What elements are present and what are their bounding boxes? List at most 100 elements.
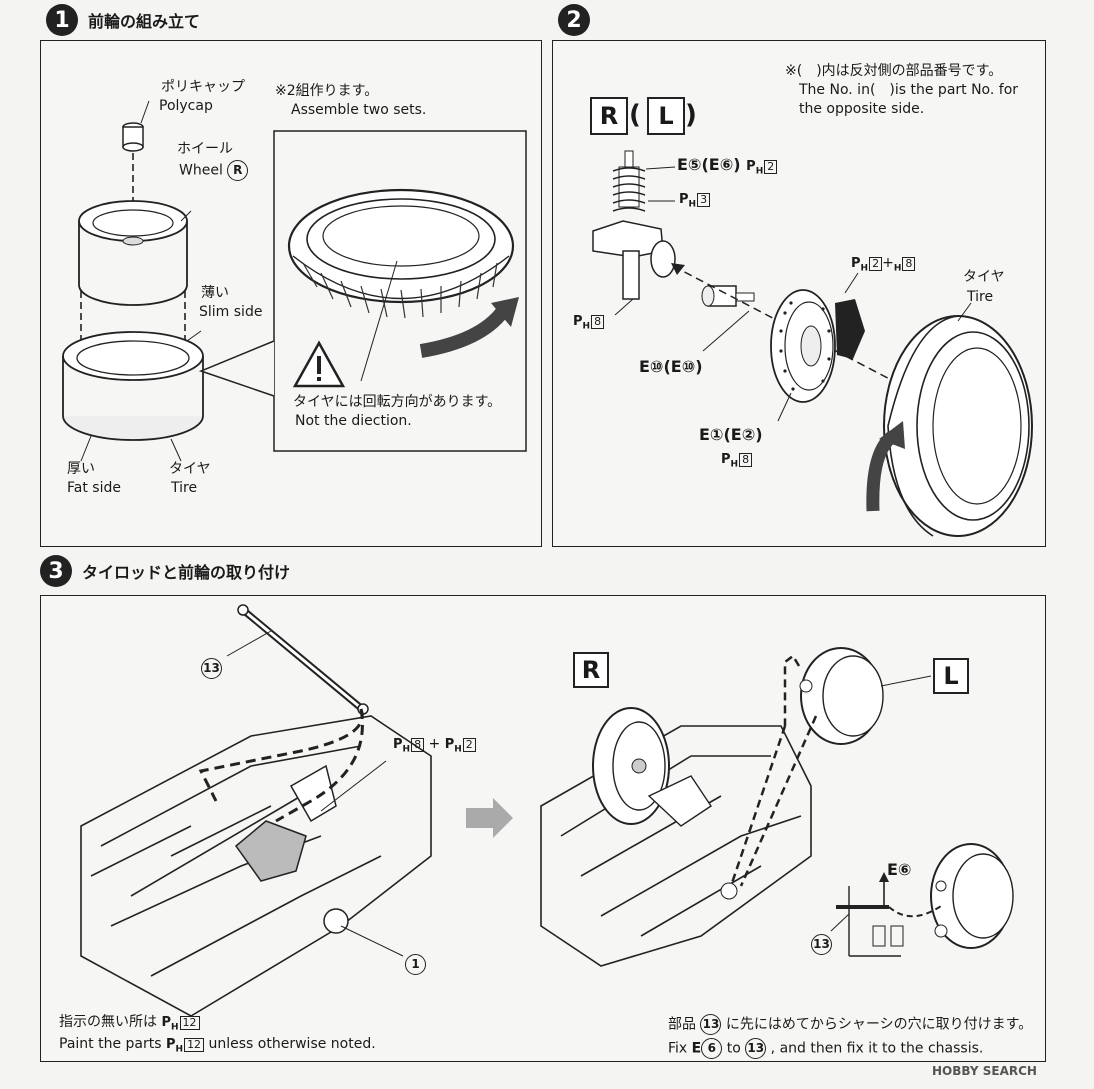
part-e1-label: E①(E②) [699, 425, 763, 444]
ph-number: 2 [869, 257, 883, 271]
tire-label-en: Tire [967, 289, 994, 305]
ph-sub: H [755, 166, 764, 177]
wheel-assembly-drawing [62, 100, 527, 462]
part-number-circle: 13 [811, 934, 832, 955]
ph-prefix: P [679, 192, 689, 207]
ph-number: 2 [764, 160, 778, 174]
left-side-mark: L [933, 658, 969, 694]
opposite-side-note-en-2: the opposite side. [799, 101, 925, 117]
ph-sub: H [175, 1044, 184, 1055]
ph-prefix: P [851, 256, 861, 271]
part-letter: E [691, 1040, 702, 1057]
wheel-label-en: Wheel R [179, 160, 249, 181]
part-number-circle: 13 [745, 1038, 767, 1059]
ph-prefix: P [444, 737, 455, 752]
ph-prefix: P [393, 737, 403, 752]
fix-note-jp-text: に先にはめてからシャーシの穴に取り付けます。 [725, 1016, 1033, 1033]
part-number-circle: 13 [201, 658, 222, 679]
ph-sub: H [170, 1022, 179, 1033]
ph-number: 3 [697, 193, 711, 207]
part-1-label: 1 [405, 954, 426, 975]
step-title: 前輪の組み立て [88, 12, 201, 31]
ph-prefix: P [721, 452, 731, 467]
ph-number: 12 [179, 1016, 200, 1030]
fix-note-en-text: Fix [668, 1040, 688, 1057]
right-side-mark: R [573, 652, 609, 688]
paren-close: ) [685, 100, 697, 130]
ph-sub: H [402, 744, 411, 755]
ph-paint-code: PH [746, 159, 764, 177]
step-1-header: 1 前輪の組み立て [46, 4, 200, 36]
fix-note-en-text: , and then fix it to the chassis. [770, 1040, 984, 1057]
panel-step-2: ※( )内は反対側の部品番号です。 The No. in( )is the pa… [552, 40, 1046, 547]
wheel-label-jp: ホイール [177, 141, 233, 157]
tire-label-en: Tire [171, 480, 198, 496]
part-13-detail-label: 13 [811, 934, 832, 955]
part-13-tie-rod-label: 13 [201, 658, 222, 679]
ph-number: 12 [184, 1038, 205, 1052]
ph-paint-code: H [893, 256, 902, 274]
ph-number: 2 [462, 738, 476, 752]
ph-paint-code: PH [573, 314, 591, 332]
fat-side-label-en: Fat side [67, 480, 121, 496]
ph-sub: H [860, 263, 869, 274]
ph-sub: H [454, 744, 462, 755]
ph-prefix: P [165, 1037, 176, 1052]
step-2-header: 2 [558, 4, 600, 36]
ph-paint-code: PH [679, 192, 697, 210]
wheel-side-mark: R [227, 160, 249, 181]
step-title: タイロッドと前輪の取り付け [82, 563, 291, 582]
rotation-warning-jp: タイヤには回転方向があります。 [293, 394, 502, 410]
panel-step-1: ポリキャップ Polycap ホイール Wheel R 薄い Slim side… [40, 40, 542, 547]
ph-paint-code: PH [161, 1015, 179, 1033]
watermark: HOBBY SEARCH [932, 1064, 1037, 1078]
slim-side-label-jp: 薄い [201, 285, 229, 301]
two-sets-note-en: Assemble two sets. [291, 102, 427, 118]
rotation-warning-en: Not the diection. [295, 413, 412, 429]
ph-prefix: P [746, 159, 756, 174]
ph-sub: H [688, 199, 697, 210]
ph-sub: H [582, 321, 591, 332]
plus-sign: + [882, 255, 894, 271]
fix-note-jp-text: 部品 [668, 1016, 696, 1033]
ph-paint-code: PH [851, 256, 869, 274]
polycap-label-jp: ポリキャップ [161, 79, 245, 95]
wheel-label-text: Wheel [179, 162, 223, 179]
part-e10-label: E⑩(E⑩) [639, 357, 703, 376]
ph-number: 8 [591, 315, 605, 329]
paren-open: ( [629, 100, 641, 130]
step-number: 1 [46, 4, 78, 36]
slim-side-label-en: Slim side [199, 304, 263, 320]
fix-note-jp: 部品 13 に先にはめてからシャーシの穴に取り付けます。 [668, 1014, 1032, 1035]
part-e6-label: E⑥ [887, 860, 912, 879]
ph-prefix: P [161, 1015, 171, 1030]
ph-sub: H [730, 459, 739, 470]
ph-number: 8 [411, 738, 425, 752]
ph-paint-code: PH [393, 737, 411, 755]
fix-note-en-text: to [726, 1040, 741, 1057]
fat-side-label-jp: 厚い [67, 461, 95, 477]
ph-sub: H [893, 263, 902, 274]
tire-label-jp: タイヤ [963, 269, 1005, 285]
part-number-circle: 1 [405, 954, 426, 975]
front-hub-assembly-drawing [592, 150, 1033, 537]
part-number-circle: 13 [700, 1014, 722, 1035]
step-3-header: 3 タイロッドと前輪の取り付け [40, 555, 290, 587]
opposite-side-note-en-1: The No. in( )is the part No. for [799, 82, 1019, 98]
ph-number: 8 [739, 453, 753, 467]
left-side-mark: L [647, 97, 685, 135]
paint-note-en-text: unless otherwise noted. [208, 1036, 376, 1052]
right-side-mark: R [590, 97, 628, 135]
tire-label-jp: タイヤ [169, 461, 211, 477]
ph-paint-code: PH [165, 1037, 184, 1055]
